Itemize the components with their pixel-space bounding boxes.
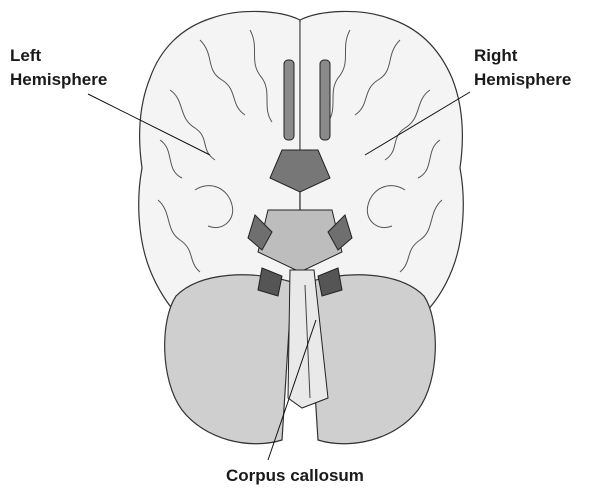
label-right-line1: Right — [474, 44, 571, 68]
label-right-line2: Hemisphere — [474, 68, 571, 92]
label-left-line2: Hemisphere — [10, 68, 107, 92]
cerebellum-right — [308, 275, 435, 444]
cerebellum-left — [165, 275, 292, 444]
label-left-line1: Left — [10, 44, 107, 68]
label-left-hemisphere: Left Hemisphere — [10, 44, 107, 92]
label-right-hemisphere: Right Hemisphere — [474, 44, 571, 92]
label-corpus-callosum: Corpus callosum — [226, 464, 364, 488]
olfactory-left — [284, 60, 294, 140]
olfactory-right — [320, 60, 330, 140]
